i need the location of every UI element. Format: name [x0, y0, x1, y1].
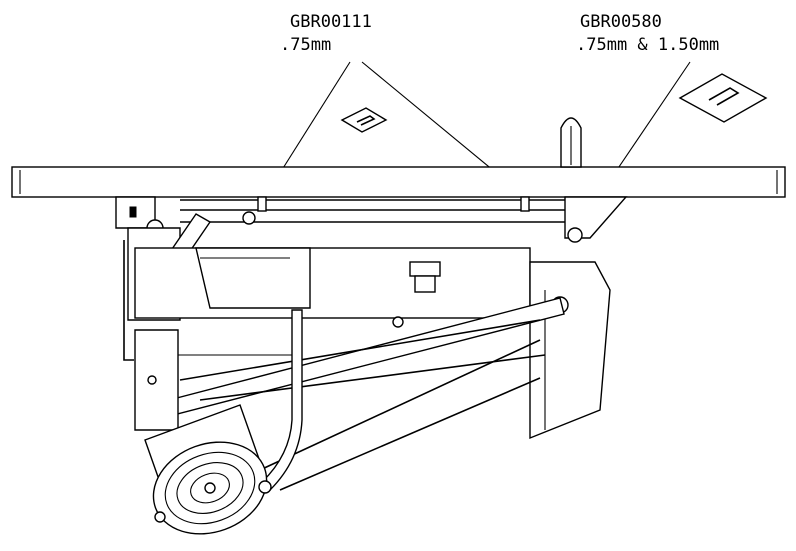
- callout-part-gbr00111: GBR00111: [290, 12, 372, 32]
- motor-fan-icon: [144, 404, 272, 535]
- rails: [180, 196, 570, 225]
- table-top: [11, 166, 786, 198]
- callout-size-gbr00111: .75mm: [280, 35, 332, 55]
- motor-housing: [134, 247, 531, 328]
- strap: [261, 309, 303, 491]
- side-plate: [134, 329, 300, 431]
- callout-size-gbr00580: .75mm & 1.50mm: [576, 35, 720, 55]
- shim-small-icon: [340, 107, 388, 133]
- shim-large-icon: [678, 73, 768, 123]
- callout-part-gbr00580: GBR00580: [580, 12, 662, 32]
